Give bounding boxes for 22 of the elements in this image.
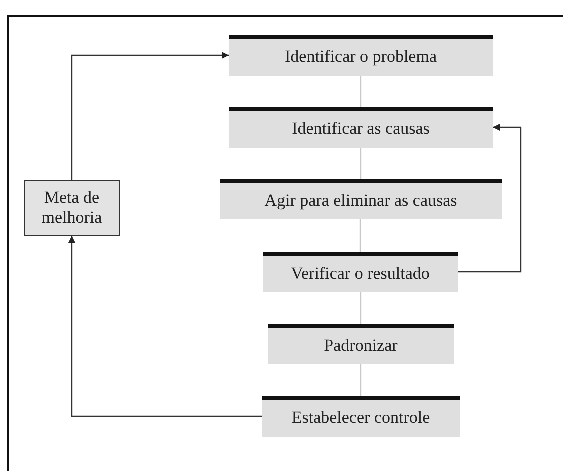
process-box: [262, 396, 460, 437]
connector-line: [360, 148, 362, 179]
connector-line: [360, 76, 362, 107]
arrow: [68, 236, 262, 418]
process-box: [268, 324, 454, 364]
step-label: Agir para eliminar as causas: [264, 190, 458, 212]
step-label: Verificar o resultado: [291, 264, 430, 284]
arrow: [458, 124, 522, 273]
process-box: [229, 35, 493, 76]
connector-line: [360, 292, 362, 324]
step-label: Identificar o problema: [285, 47, 437, 68]
step-label: Padronizar: [324, 336, 398, 356]
process-box: [263, 252, 458, 292]
process-box: [229, 107, 493, 148]
goal-box: [24, 180, 120, 236]
arrow: [71, 52, 229, 180]
step-label: Estabelecer controle: [292, 408, 430, 429]
connector-line: [360, 219, 362, 252]
step-label: Meta de melhoria: [40, 188, 104, 228]
connector-line: [360, 364, 362, 396]
process-box: [220, 179, 502, 219]
step-label: Identificar as causas: [292, 119, 430, 140]
